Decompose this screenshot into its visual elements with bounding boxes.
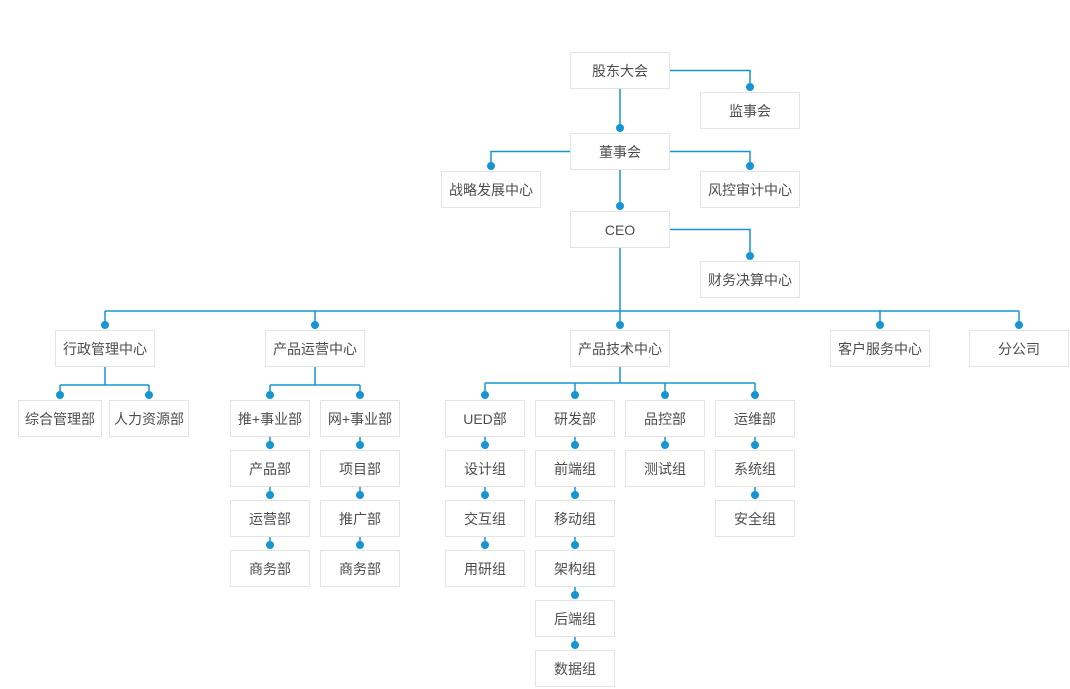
org-node-mobile-group: 移动组 [535,500,615,537]
org-node-supervisory-board: 监事会 [700,92,800,129]
org-node-product-technology-center: 产品技术中心 [570,330,670,367]
org-node-ued-dept: UED部 [445,400,525,437]
org-node-data-group: 数据组 [535,650,615,687]
org-node-shareholders-meeting: 股东大会 [570,52,670,89]
org-node-project-dept: 项目部 [320,450,400,487]
org-node-quality-control-dept: 品控部 [625,400,705,437]
org-node-product-dept: 产品部 [230,450,310,487]
org-node-frontend-group: 前端组 [535,450,615,487]
org-node-test-group: 测试组 [625,450,705,487]
org-node-business-dept-1: 商务部 [230,550,310,587]
connector-dots [56,83,1023,649]
org-node-interaction-group: 交互组 [445,500,525,537]
org-node-system-group: 系统组 [715,450,795,487]
org-node-operation-dept: 运营部 [230,500,310,537]
org-node-financial-settlement-center: 财务决算中心 [700,261,800,298]
org-node-admin-management-center: 行政管理中心 [55,330,155,367]
org-node-architecture-group: 架构组 [535,550,615,587]
org-node-backend-group: 后端组 [535,600,615,637]
org-node-customer-service-center: 客户服务中心 [830,330,930,367]
org-node-product-operation-center: 产品运营中心 [265,330,365,367]
org-node-ceo: CEO [570,211,670,248]
org-node-branch-company: 分公司 [969,330,1069,367]
org-node-operations-maintenance-dept: 运维部 [715,400,795,437]
org-node-user-research-group: 用研组 [445,550,525,587]
org-node-promotion-dept: 推广部 [320,500,400,537]
org-node-hr-dept: 人力资源部 [109,400,189,437]
org-node-design-group: 设计组 [445,450,525,487]
org-node-risk-audit-center: 风控审计中心 [700,171,800,208]
org-node-tui-business-division: 推+事业部 [230,400,310,437]
org-node-business-dept-2: 商务部 [320,550,400,587]
org-node-general-management-dept: 综合管理部 [18,400,102,437]
org-node-wang-business-division: 网+事业部 [320,400,400,437]
org-node-rd-dept: 研发部 [535,400,615,437]
org-node-board-of-directors: 董事会 [570,133,670,170]
org-node-strategy-development-center: 战略发展中心 [441,171,541,208]
org-node-security-group: 安全组 [715,500,795,537]
